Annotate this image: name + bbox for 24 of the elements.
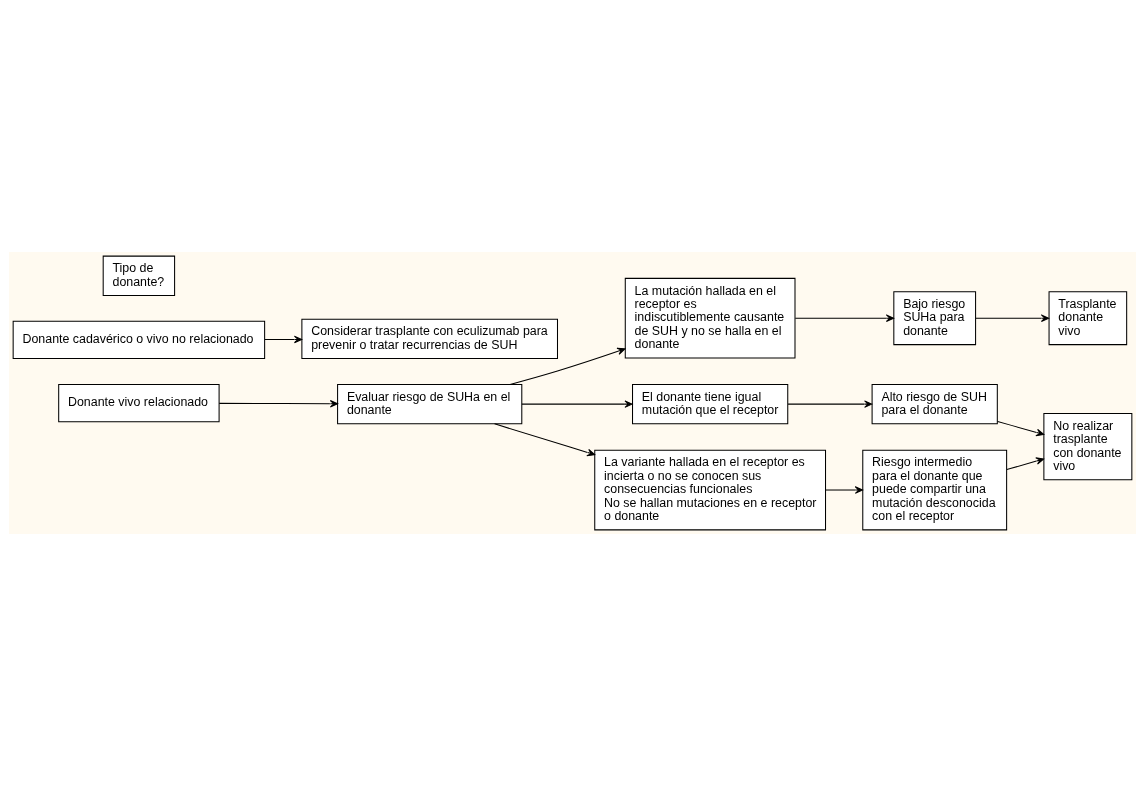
- node-box: Tipo de donante?: [102, 255, 176, 296]
- node-box: Bajo riesgo SUHa para donante: [893, 290, 977, 345]
- node-box: Donante vivo relacionado: [58, 383, 220, 422]
- arrow: [975, 313, 1050, 322]
- arrow: [264, 335, 303, 343]
- node-box: Trasplante donante vivo: [1048, 290, 1128, 345]
- node-box: Alto riesgo de SUH para el donante: [871, 383, 998, 424]
- arrow: [787, 399, 873, 408]
- arrow: [218, 399, 339, 408]
- node-box: No realizar trasplante con donante vivo: [1043, 412, 1133, 480]
- node-box: La mutación hallada en el receptor es indiscutiblemente causante de SUH y no se halla en el donante: [624, 277, 796, 359]
- arrow: [825, 485, 864, 494]
- arrow: [521, 399, 633, 408]
- node-box: El donante tiene igual mutación que el receptor: [632, 383, 789, 424]
- node-box: La variante hallada en el receptor es incierta o no se conocen sus consecuencias funcionales No se hallan mutaciones en e receptor o donante: [594, 449, 827, 530]
- node-box: Evaluar riesgo de SUHa en el donante: [337, 383, 523, 424]
- arrow: [1006, 456, 1045, 470]
- arrow: [509, 347, 626, 385]
- arrow: [494, 422, 596, 456]
- node-box: Donante cadavérico o vivo no relacionado: [12, 320, 266, 359]
- arrow: [794, 313, 895, 322]
- node-box: Riesgo intermedio para el donante que puede compartir una mutación desconocida con el receptor: [862, 449, 1008, 530]
- arrow: [997, 420, 1045, 436]
- node-box: Considerar trasplante con eculizumab para prevenir o tratar recurrencias de SUH: [301, 318, 558, 359]
